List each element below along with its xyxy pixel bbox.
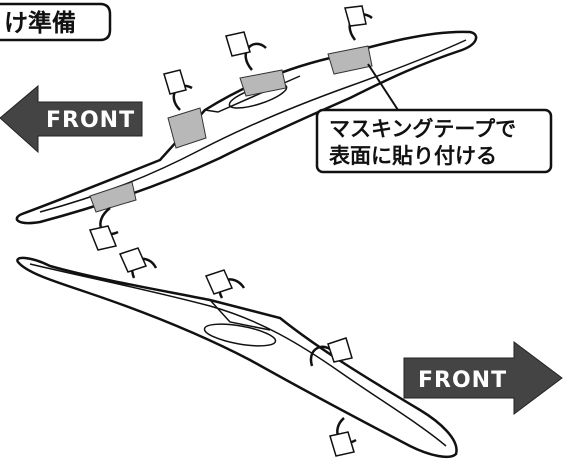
lower-molding — [16, 247, 458, 458]
callout-line2: 表面に貼り付ける — [329, 144, 497, 168]
front-arrow-right: FRONT — [403, 341, 563, 415]
title-text: け準備 — [4, 9, 76, 37]
title-box: け準備 — [0, 2, 112, 42]
front-label-upper: FRONT — [46, 108, 135, 133]
front-arrow-left: FRONT — [0, 84, 143, 154]
callout-line1: マスキングテープで — [329, 117, 516, 141]
callout: マスキングテープで 表面に貼り付ける — [315, 63, 553, 174]
upper-molding — [15, 5, 478, 251]
front-label-lower: FRONT — [418, 368, 507, 393]
